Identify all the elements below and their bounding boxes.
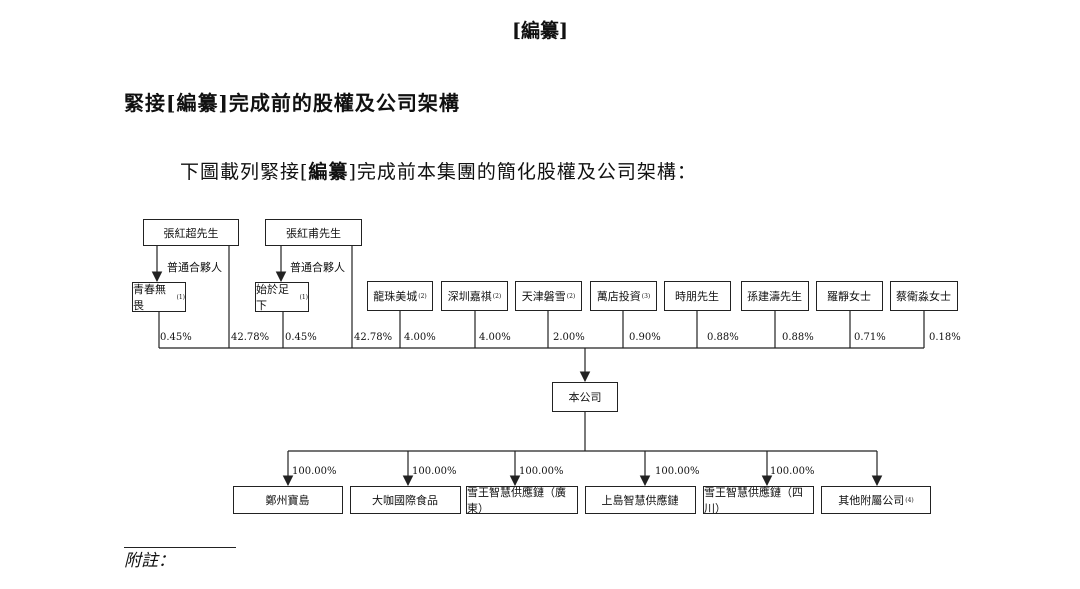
subsidiary-box: 上島智慧供應鏈 [585, 486, 696, 514]
subsidiary-pct: 100.00% [519, 466, 564, 477]
investor-box: 時朋先生 [664, 281, 731, 311]
founder-box: 張紅甫先生 [265, 219, 362, 246]
intro-bold: 編纂 [308, 161, 349, 183]
investor-label: 孫建濤先生 [747, 290, 802, 303]
intro-post: ]完成前本集團的簡化股權及公司架構： [348, 161, 697, 183]
partnership-label: 始於足下 [256, 283, 289, 312]
subsidiary-label: 其他附屬公司 [838, 494, 905, 507]
shareholding-pct: 4.00% [479, 332, 511, 343]
intro-paragraph: 下圖載列緊接[編纂]完成前本集團的簡化股權及公司架構： [180, 163, 697, 182]
investor-label: 時朋先生 [675, 290, 719, 303]
company-label: 本公司 [568, 391, 602, 404]
note-marker: (1) [176, 293, 186, 301]
shareholding-pct: 0.88% [707, 332, 739, 343]
section-title: 緊接[編纂]完成前的股權及公司架構 [124, 91, 460, 115]
intro-pre: 下圖載列緊接[ [180, 161, 309, 183]
investor-box: 龍珠美城(2) [367, 281, 433, 311]
subsidiary-label: 大咖國際食品 [372, 494, 438, 507]
investor-label: 萬店投資 [596, 290, 641, 303]
gp-label: 普通合夥人 [290, 261, 345, 274]
investor-box: 蔡衛淼女士 [890, 281, 958, 311]
shareholding-pct: 0.45% [160, 332, 192, 343]
investor-label: 羅靜女士 [827, 290, 871, 303]
subsidiary-box: 雪王智慧供應鏈（廣東） [466, 486, 578, 515]
page-header: [編纂] [512, 20, 568, 42]
shareholding-pct: 4.00% [404, 332, 436, 343]
subsidiary-pct: 100.00% [412, 466, 457, 477]
founder-box: 張紅超先生 [143, 219, 239, 246]
shareholding-pct: 0.45% [285, 332, 317, 343]
subsidiary-label: 上島智慧供應鏈 [601, 494, 679, 507]
subsidiary-box: 雪王智慧供應鏈（四川） [703, 486, 814, 515]
shareholding-pct: 42.78% [354, 332, 393, 343]
note-marker: (4) [905, 496, 914, 504]
note-marker: (3) [641, 292, 651, 300]
partnership-label: 青春無畏 [133, 283, 166, 312]
subsidiary-label: 雪王智慧供應鏈（廣東） [467, 486, 566, 515]
shareholding-pct: 0.71% [854, 332, 886, 343]
partnership-box: 青春無畏 (1) [132, 282, 186, 312]
partnership-box: 始於足下 (1) [255, 282, 309, 312]
shareholding-pct: 0.18% [929, 332, 961, 343]
subsidiary-label: 鄭州寶島 [265, 494, 310, 507]
note-marker: (2) [492, 292, 502, 300]
gp-label: 普通合夥人 [167, 261, 222, 274]
subsidiary-pct: 100.00% [655, 466, 700, 477]
founder-label: 張紅超先生 [163, 226, 219, 240]
shareholding-pct: 0.90% [629, 332, 661, 343]
shareholding-pct: 2.00% [553, 332, 585, 343]
subsidiary-pct: 100.00% [292, 466, 337, 477]
subsidiary-label: 雪王智慧供應鏈（四川） [704, 486, 803, 515]
note-marker: (2) [418, 292, 427, 300]
investor-box: 萬店投資(3) [590, 281, 657, 311]
shareholding-pct: 0.88% [782, 332, 814, 343]
investor-box: 孫建濤先生 [741, 281, 809, 311]
investor-label: 天津磐雪 [521, 290, 566, 303]
company-box: 本公司 [552, 382, 618, 412]
investor-box: 深圳嘉祺(2) [441, 281, 508, 311]
subsidiary-box: 大咖國際食品 [350, 486, 461, 514]
investor-label: 龍珠美城 [373, 290, 418, 303]
investor-box: 羅靜女士 [816, 281, 883, 311]
investor-label: 深圳嘉祺 [447, 290, 492, 303]
investor-label: 蔡衛淼女士 [896, 290, 951, 303]
subsidiary-box: 其他附屬公司(4) [821, 486, 931, 514]
footnote-divider [124, 547, 236, 548]
subsidiary-pct: 100.00% [770, 466, 815, 477]
investor-box: 天津磐雪(2) [515, 281, 582, 311]
founder-label: 張紅甫先生 [286, 226, 341, 240]
footnote-label: 附註： [124, 551, 175, 571]
subsidiary-box: 鄭州寶島 [233, 486, 343, 514]
note-marker: (1) [299, 293, 309, 301]
shareholding-pct: 42.78% [231, 332, 270, 343]
note-marker: (2) [566, 292, 576, 300]
